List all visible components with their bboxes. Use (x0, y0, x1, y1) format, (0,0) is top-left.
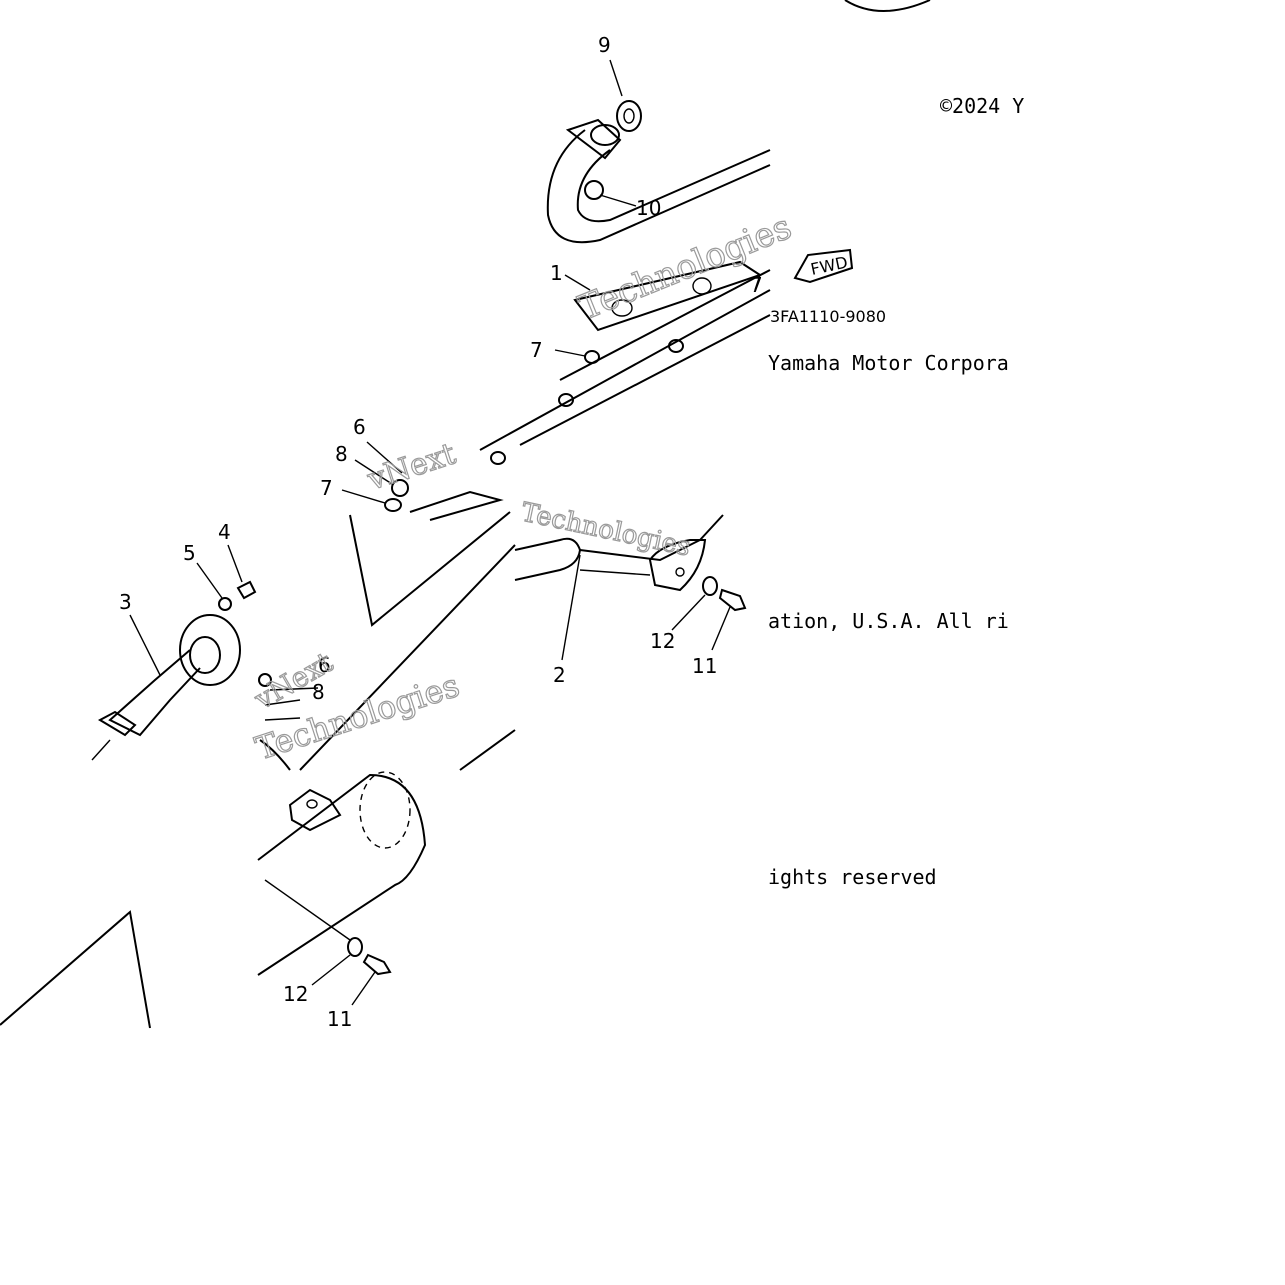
arc-fragment (844, 0, 931, 12)
callout-3: 3 (119, 590, 132, 614)
fwd-arrow-icon (793, 248, 854, 284)
callout-5: 5 (183, 541, 196, 565)
bolt-part-11-upper (718, 588, 747, 612)
callout-12-upper: 12 (650, 629, 675, 653)
lower-pipe-line-2 (459, 729, 516, 771)
joint-clamp-part-2 (514, 514, 724, 661)
muffler (257, 771, 427, 976)
bracket-group-lower (258, 673, 319, 771)
part-number: 3FA1110-9080 (770, 307, 886, 326)
screw-part-4 (236, 580, 257, 600)
copyright-line-1: ©2024 Y (940, 94, 1024, 118)
callout-9: 9 (598, 33, 611, 57)
copyright-line-2: Yamaha Motor Corpora (768, 351, 1009, 375)
watermark-2: Technologies (573, 207, 797, 328)
watermark-5: vNext (248, 645, 339, 716)
callout-4: 4 (218, 520, 231, 544)
fwd-label: FWD (809, 253, 849, 279)
washer-part-12-lower (347, 937, 363, 957)
lower-pipe-line (299, 544, 516, 771)
copyright-line-4: ights reserved (768, 865, 937, 889)
copyright-line-3: ation, U.S.A. All ri (768, 609, 1009, 633)
frame-outline (0, 910, 151, 1029)
callout-11-upper: 11 (692, 654, 717, 678)
callout-10: 10 (636, 196, 661, 220)
callout-8-mid: 8 (335, 442, 348, 466)
callout-7-mid: 7 (530, 338, 543, 362)
callout-6-low: 6 (318, 653, 331, 677)
watermark-1: vNext (363, 437, 460, 498)
callout-2: 2 (553, 663, 566, 687)
end-cap-part-3 (91, 614, 241, 761)
bracket-group-middle (341, 441, 511, 627)
nut-part-10 (584, 180, 604, 200)
gasket-part-9 (616, 100, 642, 132)
mask-right (1030, 0, 1285, 1285)
callout-12-lower: 12 (283, 982, 308, 1006)
callout-7-left: 7 (320, 476, 333, 500)
callout-7-top: 7 (750, 273, 763, 297)
washer-part-5 (218, 597, 232, 611)
callout-11-lower: 11 (327, 1007, 352, 1031)
callout-1: 1 (550, 261, 563, 285)
callout-8-low: 8 (312, 680, 325, 704)
header-pipe (546, 118, 771, 244)
bolt-part-11-lower (362, 953, 392, 976)
callout-6-mid: 6 (353, 415, 366, 439)
washer-part-12-upper (702, 576, 718, 596)
bolt-part-7-upper (490, 339, 684, 465)
